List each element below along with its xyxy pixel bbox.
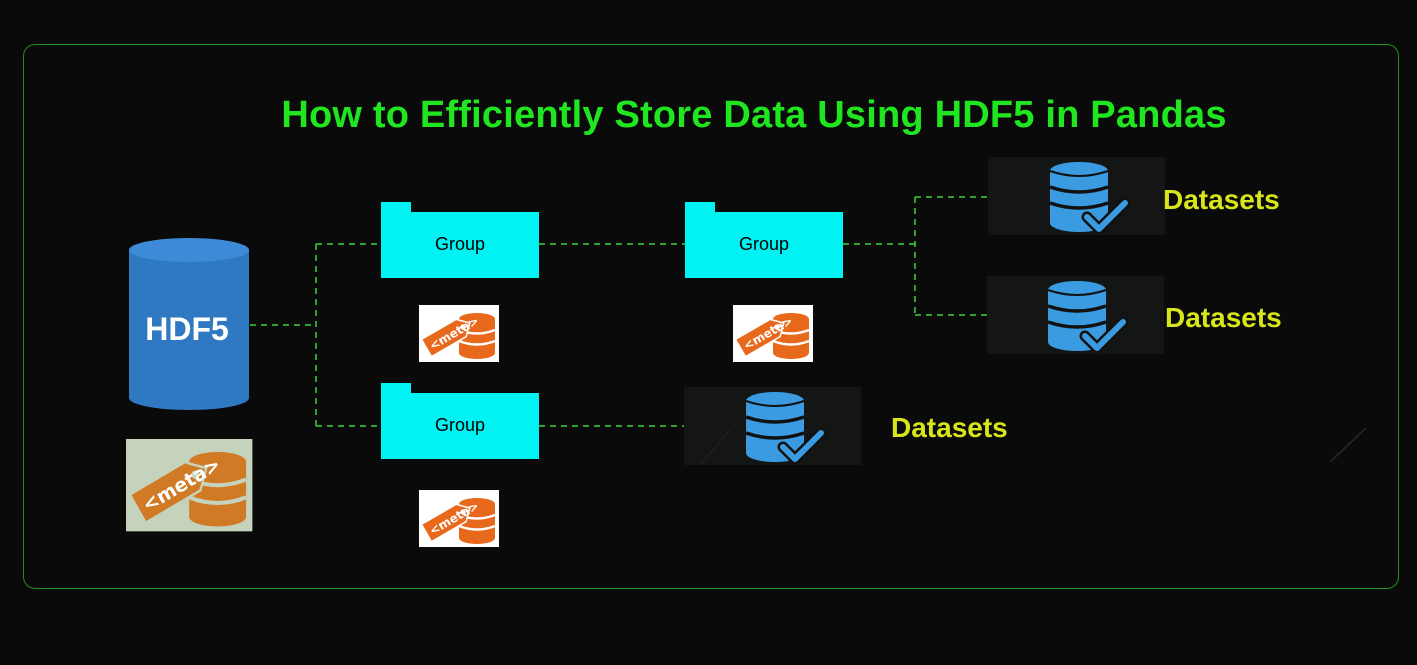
root-meta-icon: <meta> [126, 439, 253, 532]
dataset-1-label: Datasets [1163, 184, 1280, 215]
group-3-label: Group [435, 415, 485, 435]
diagram-frame [23, 44, 1399, 589]
dataset-1-icon [988, 157, 1165, 235]
group-3-box: Group [381, 383, 539, 459]
decorative-line [1329, 427, 1367, 463]
connector-lines [250, 196, 988, 427]
hdf5-cylinder-icon: HDF5 [129, 238, 249, 410]
group-2-box: Group [685, 202, 843, 278]
group-1-box: Group [381, 202, 539, 278]
group-1-label: Group [435, 234, 485, 254]
group-2-meta-icon [731, 303, 815, 364]
diagram-title: How to Efficiently Store Data Using HDF5… [281, 94, 1227, 136]
group-2-label: Group [739, 234, 789, 254]
group-1-meta-icon [417, 303, 501, 364]
group-3-meta-icon [417, 488, 501, 549]
hdf5-label: HDF5 [145, 311, 229, 347]
dataset-3-icon [684, 387, 861, 465]
dataset-2-label: Datasets [1165, 302, 1282, 333]
dataset-3-label: Datasets [891, 412, 1008, 443]
dataset-2-icon [987, 276, 1164, 354]
